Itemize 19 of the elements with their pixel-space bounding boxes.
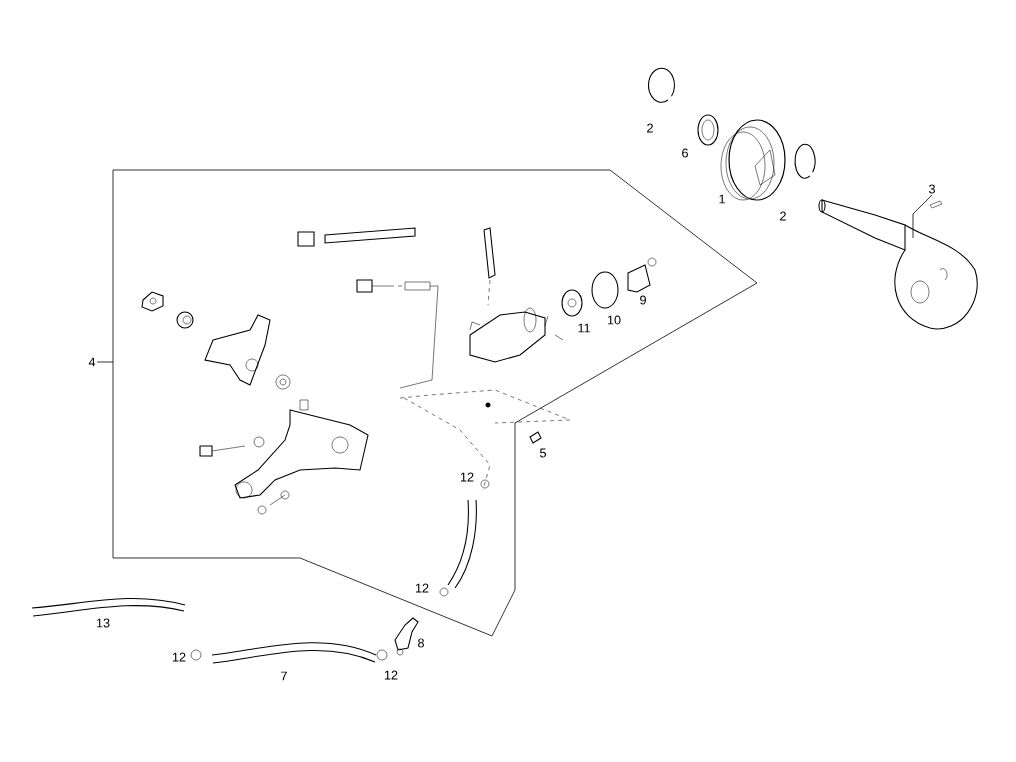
callout-number: 12 xyxy=(460,472,474,482)
callout-number: 2 xyxy=(647,123,653,133)
callout-number: 9 xyxy=(640,295,646,305)
callout-number: 13 xyxy=(96,618,110,628)
callout-number: 4 xyxy=(88,357,96,367)
callout-number: 11 xyxy=(578,323,590,333)
callout-number: 7 xyxy=(281,671,287,681)
callout-number: 1 xyxy=(719,194,725,204)
callout-number: 12 xyxy=(415,583,429,593)
callout-number: 2 xyxy=(780,211,786,221)
callout-number: 8 xyxy=(418,638,424,648)
callout-number: 12 xyxy=(384,670,398,680)
callout-number: 6 xyxy=(682,148,688,158)
callout-number: 3 xyxy=(928,184,935,194)
callout-number: 12 xyxy=(172,652,186,662)
leader-line xyxy=(912,194,933,239)
callout-number: 10 xyxy=(607,315,621,325)
callout-number: 5 xyxy=(540,448,546,458)
leader-line xyxy=(96,361,114,363)
